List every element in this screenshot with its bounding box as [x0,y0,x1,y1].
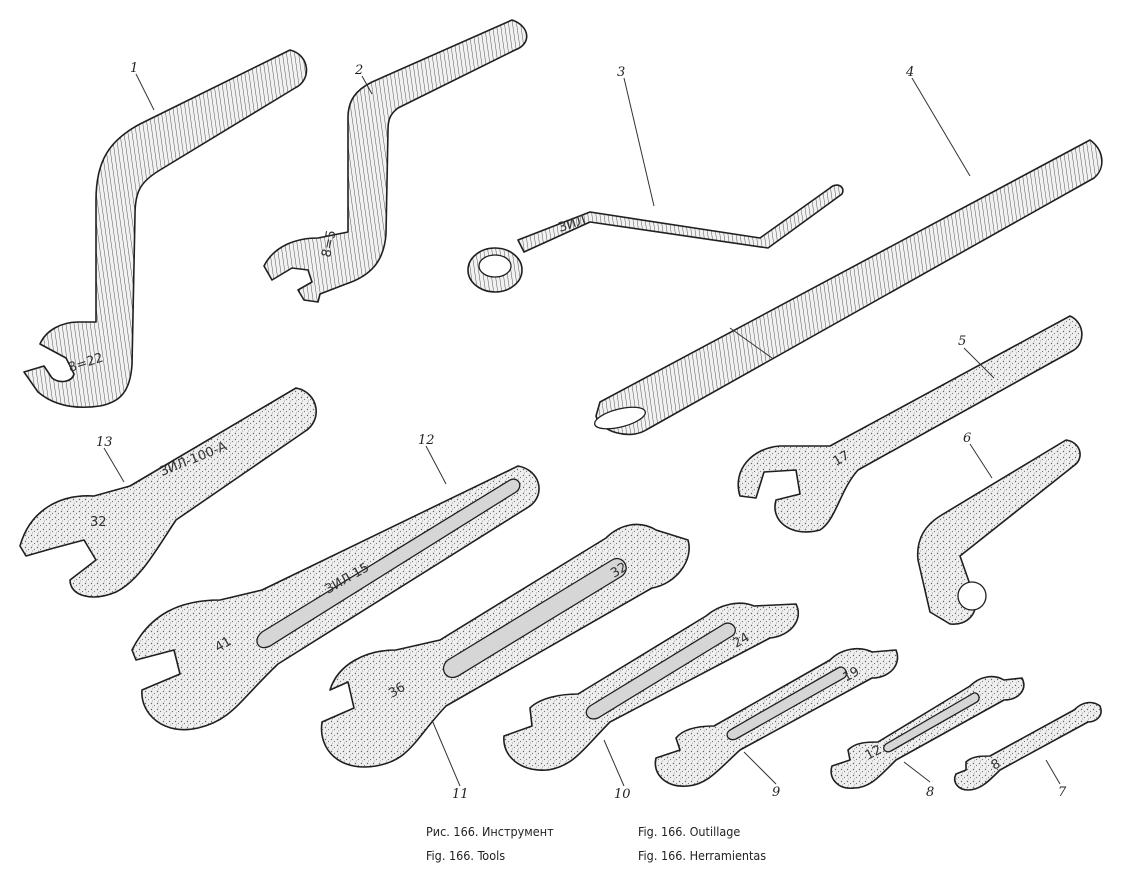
tool-12-head-size: 41 [213,634,235,655]
tool-1-cranked-wrench: 8=22 [23,49,308,409]
tool-7-small-wrench: 8 [953,701,1102,791]
tool-2-stamp: 8=5 [319,229,339,259]
tool-9-stamp: 19 [841,664,863,685]
leader-lines [103,73,1061,787]
tool-9-double-wrench: 19 [654,647,899,787]
tool-13-heavy-wrench: ЗИЛ-100-А 32 [19,387,317,598]
tool-11-stamp-top: 32 [608,560,630,581]
tool-3-box-wrench: ЗИЛ [467,184,844,293]
tool-10-stamp: 24 [731,630,753,651]
callout-1: 1 [130,61,138,76]
callout-5: 5 [958,334,966,349]
tool-10-double-wrench: 24 [503,602,799,771]
tool-3-stamp: ЗИЛ [557,213,588,236]
callout-10: 10 [614,787,631,802]
callout-11: 11 [452,787,469,802]
callout-6: 6 [963,431,971,446]
tool-13-head-size: 32 [90,515,107,530]
tool-6-l-socket-key [916,439,1081,625]
tool-12-slotted-wrench: ЗИЛ 15 41 [131,465,540,731]
tool-2-cranked-wrench: 8=5 [263,19,528,303]
callout-labels: 1 2 3 4 5 6 7 8 9 10 11 12 13 [96,61,1067,802]
callout-4: 4 [905,65,914,80]
tool-5-open-end-wrench: 17 [737,315,1083,533]
caption-spanish: Fig. 166. Herramientas [638,848,767,863]
tool-6-hex-socket [957,581,987,611]
callout-3: 3 [617,65,625,80]
tool-4-tube-handle [594,139,1103,436]
callout-2: 2 [354,63,363,78]
tool-8-stamp: 12 [863,743,885,764]
callout-12: 12 [418,433,435,448]
caption-russian: Рис. 166. Инструмент [426,824,554,839]
callout-13: 13 [96,435,113,450]
tool-8-double-wrench: 12 [830,675,1025,789]
caption-french: Fig. 166. Outillage [638,824,741,839]
callout-8: 8 [926,785,934,800]
callout-9: 9 [772,785,780,800]
tool-11-double-wrench: 32 36 [320,523,690,768]
callout-7: 7 [1058,785,1067,800]
caption-english: Fig. 166. Tools [426,848,506,863]
tool-5-stamp: 17 [831,448,853,469]
tool-11-stamp-bottom: 36 [386,680,408,701]
tool-4-tube-end [594,406,646,430]
